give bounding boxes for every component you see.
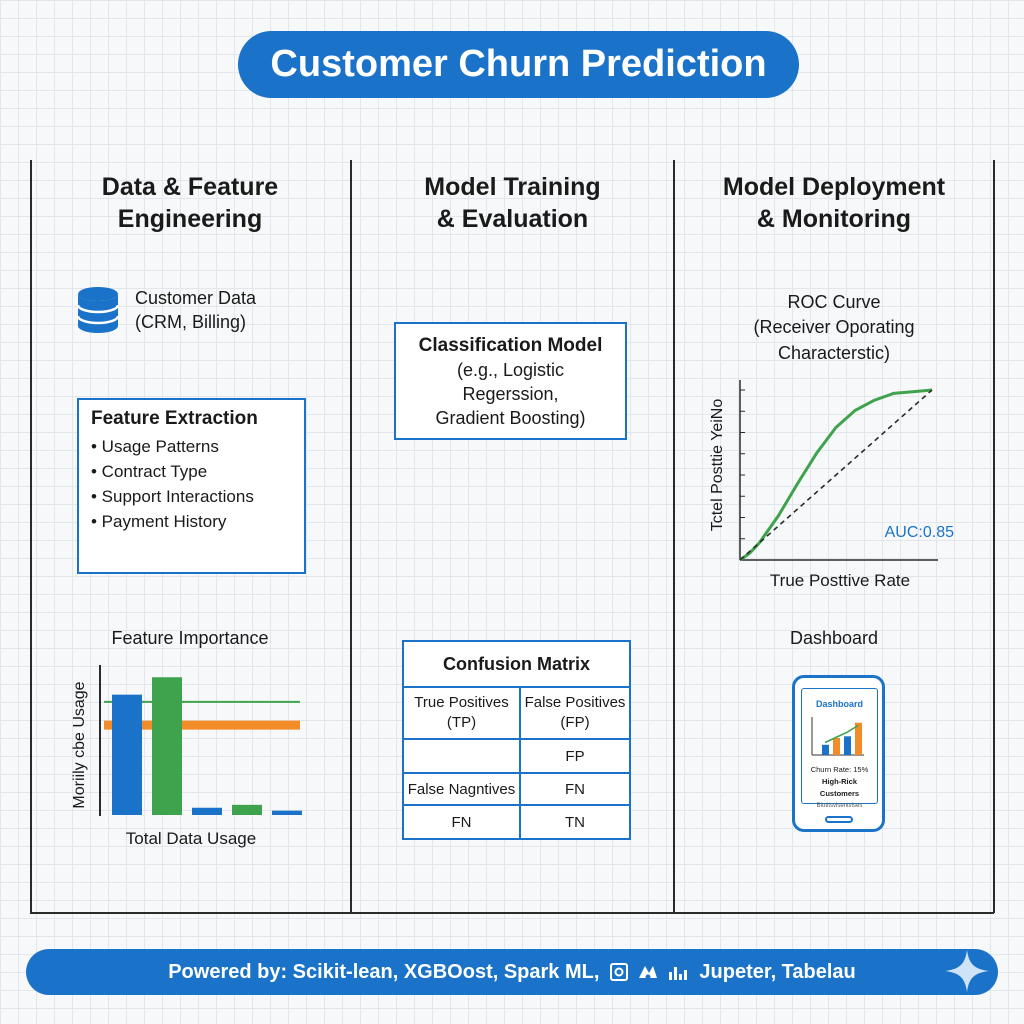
classification-model-line: (e.g., Logistic [456, 360, 565, 380]
roc-chart: Tctel Posttie YeiNo True Posttive Rate A… [709, 380, 954, 590]
phone-mini-chart [811, 717, 864, 756]
phone-stats: Churn Rate: 15% High-Rick Customers Biot… [802, 764, 877, 812]
column-divider-2 [673, 160, 675, 913]
confusion-matrix: Confusion Matrix True Positives (TP) Fal… [402, 640, 631, 840]
matrix-cell: FN [402, 804, 521, 840]
roc-subtitle-line: Characterstic) [777, 343, 891, 363]
roc-title: ROC Curve [787, 292, 881, 312]
customer-data-line: (CRM, Billing) [135, 312, 247, 332]
footer-text: Powered by: Scikit-lean, XGBOost, Spark … [168, 960, 600, 983]
column-divider-1 [350, 160, 352, 913]
mini-trend-line [824, 724, 859, 744]
column-title-data-feature: Data & Feature Engineering [40, 171, 340, 235]
roc-curve [739, 388, 933, 562]
column-title-line: Model Training [424, 173, 601, 201]
phone-screen: Dashboard Churn Rate: 15% High-Rick Cust… [801, 688, 878, 809]
column-title-line: & Evaluation [436, 205, 589, 233]
importance-bar [152, 677, 182, 815]
table-row: True Positives (TP) False Positives (FP) [402, 686, 631, 740]
chart-tool-icon [669, 967, 688, 980]
feature-list-item: • Payment History [91, 512, 227, 531]
mini-bar [844, 736, 851, 755]
feature-importance-title: Feature Importance [111, 628, 269, 648]
footer-text-tail: Jupeter, Tabelau [699, 960, 856, 983]
phone-stat-line: High-Rick Customers [819, 777, 860, 798]
database-icon [76, 287, 120, 333]
matrix-cell: FN [519, 772, 631, 806]
table-row: FP [402, 738, 631, 774]
importance-bar [272, 810, 302, 815]
matrix-cell [402, 738, 521, 774]
importance-bar [232, 804, 262, 815]
feature-importance-chart: Moriily cbe Usage Total Data Usage [71, 665, 302, 848]
matrix-cell-fp: False Positives (FP) [519, 686, 631, 740]
sparkle-icon [945, 950, 989, 992]
phone-stat-line: Biotitsvisentvises [816, 803, 863, 809]
importance-bar [192, 807, 222, 815]
phone-home-button [825, 816, 853, 823]
matrix-cell: TN [519, 804, 631, 840]
roc-subtitle-line: (Receiver Oporating [753, 317, 915, 337]
column-baseline [30, 912, 994, 914]
confusion-matrix-title: Confusion Matrix [402, 640, 631, 686]
mini-bar [822, 744, 829, 755]
classification-model-line: Gradient Boosting) [435, 408, 586, 428]
customer-data-label: Customer Data (CRM, Billing) [135, 286, 256, 334]
footer-tool-icons [609, 962, 689, 982]
feature-importance-y-label: Moriily cbe Usage [71, 681, 88, 808]
dashboard-title: Dashboard [789, 628, 879, 648]
table-row: False Nagntives FN [402, 772, 631, 806]
mini-bar [855, 722, 862, 755]
classification-model-line: Regerssion, [462, 384, 559, 404]
matrix-cell-tp: True Positives (TP) [402, 686, 521, 740]
customer-data-line: Customer Data [135, 288, 257, 308]
column-title-deployment: Model Deployment & Monitoring [683, 171, 985, 235]
feature-list-item: • Support Interactions [91, 487, 254, 506]
footer-banner: Powered by: Scikit-lean, XGBOost, Spark … [26, 949, 998, 995]
phone-mockup: Dashboard Churn Rate: 15% High-Rick Cust… [792, 675, 885, 832]
column-title-line: Engineering [117, 205, 263, 233]
classification-model-box: Classification Model (e.g., Logistic Reg… [394, 322, 627, 440]
jupyter-box-icon [610, 963, 629, 981]
classification-model-heading: Classification Model [418, 335, 603, 356]
phone-stat-line: Churn Rate: 15% [810, 765, 869, 774]
column-divider-right [993, 160, 995, 913]
mini-bar [833, 738, 840, 755]
roc-x-label: True Posttive Rate [770, 571, 910, 590]
roc-baseline [739, 389, 933, 561]
feature-extraction-heading: Feature Extraction [91, 408, 258, 429]
feature-list-item: • Contract Type [91, 462, 208, 481]
column-title-model-training: Model Training & Evaluation [360, 171, 665, 235]
importance-bar [112, 694, 142, 815]
column-title-line: Data & Feature [101, 173, 279, 201]
feature-extraction-box: Feature Extraction • Usage Patterns • Co… [77, 398, 306, 574]
auc-annotation: AUC:0.85 [885, 524, 954, 541]
page-title: Customer Churn Prediction [238, 31, 799, 98]
feature-importance-x-label: Total Data Usage [126, 829, 256, 848]
roc-y-label: Tctel Posttie YeiNo [709, 399, 726, 532]
column-title-line: & Monitoring [756, 205, 912, 233]
roc-header: ROC Curve (Receiver Oporating Characters… [683, 290, 985, 366]
table-row: FN TN [402, 804, 631, 840]
spark-icon [639, 966, 658, 980]
matrix-cell: False Nagntives [402, 772, 521, 806]
feature-list: • Usage Patterns • Contract Type • Suppo… [91, 434, 292, 534]
matrix-cell: FP [519, 738, 631, 774]
column-title-line: Model Deployment [722, 173, 946, 201]
confusion-matrix-table: True Positives (TP) False Positives (FP)… [402, 686, 631, 840]
column-divider-left [30, 160, 32, 913]
phone-dashboard-header: Dashboard [815, 699, 863, 709]
feature-list-item: • Usage Patterns [91, 437, 219, 456]
